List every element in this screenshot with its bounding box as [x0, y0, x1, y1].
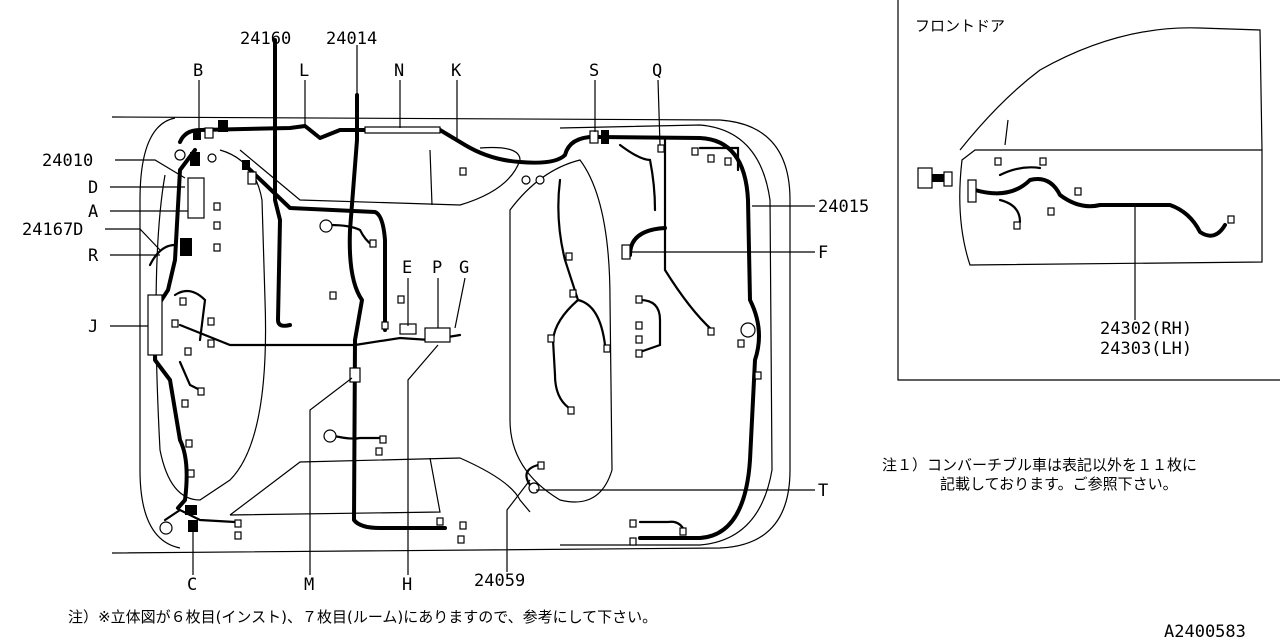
label-h: H	[402, 575, 412, 595]
label-m: M	[304, 575, 314, 595]
part-labels: 24160 24014 B L N K S Q 24010 D A 24167D…	[22, 29, 869, 595]
label-s: S	[589, 61, 599, 81]
label-t: T	[818, 481, 828, 501]
label-d: D	[88, 178, 98, 198]
front-door-inset: フロントドア 24302(RH) 24303(LH)	[897, 0, 1280, 381]
label-24010: 24010	[42, 151, 93, 171]
label-f: F	[818, 243, 828, 263]
label-24059: 24059	[474, 571, 525, 591]
label-24014: 24014	[326, 29, 377, 49]
label-b: B	[193, 61, 203, 81]
label-g: G	[459, 258, 469, 278]
label-24015: 24015	[818, 197, 869, 217]
label-k: K	[451, 61, 462, 81]
label-e: E	[402, 258, 412, 278]
connectors	[147, 120, 762, 546]
note-1-line-2: 記載しております。ご参照下さい。	[940, 475, 1178, 493]
vehicle-body-outline	[111, 116, 791, 554]
leader-lines	[105, 45, 815, 575]
note-1-line-1: 注１）コンバーチブル車は表記以外を１１枚に	[882, 456, 1197, 474]
label-24167d: 24167D	[22, 220, 83, 240]
label-l: L	[299, 61, 309, 81]
label-a: A	[88, 202, 98, 222]
label-r: R	[88, 246, 99, 266]
label-q: Q	[652, 61, 662, 81]
label-n: N	[394, 61, 404, 81]
label-24160: 24160	[240, 29, 291, 49]
label-24302-rh: 24302(RH)	[1100, 319, 1192, 339]
diagram-code: A2400583	[1164, 622, 1246, 640]
label-p: P	[432, 258, 442, 278]
inset-title: フロントドア	[915, 17, 1005, 35]
label-j: J	[88, 317, 98, 337]
label-c: C	[187, 575, 197, 595]
wire-harness	[148, 38, 761, 540]
label-24303-lh: 24303(LH)	[1100, 339, 1192, 359]
footer-note: 注）※立体図が６枚目(インスト)、７枚目(ルーム)にありますので、参考にして下さ…	[68, 608, 657, 626]
